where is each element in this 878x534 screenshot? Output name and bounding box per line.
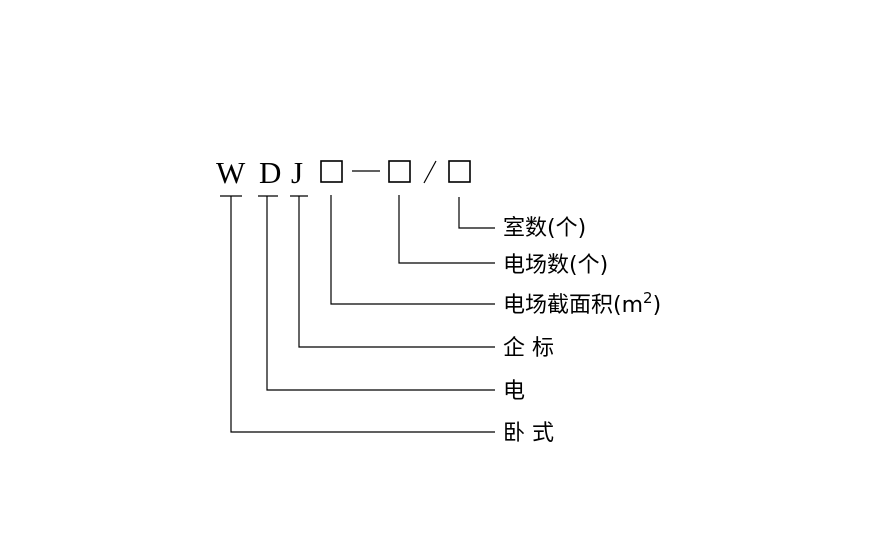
code-box-fields <box>388 160 411 183</box>
label-horizontal: 卧 式 <box>503 421 554 446</box>
code-box-rooms <box>448 160 471 183</box>
code-box-area <box>320 160 343 183</box>
label-area-close: ) <box>653 293 662 318</box>
label-rooms: 室数(个) <box>503 216 586 241</box>
leader-electric <box>266 196 495 391</box>
label-electric: 电 <box>503 379 525 404</box>
label-standard: 企 标 <box>503 336 554 361</box>
leader-horizontal <box>230 196 495 433</box>
code-letter-d: D <box>259 155 281 190</box>
leader-standard <box>298 196 495 348</box>
code-slash <box>423 160 437 184</box>
code-letter-j: J <box>291 155 303 190</box>
leader-rooms <box>458 197 495 229</box>
code-letter-w: W <box>216 155 246 190</box>
leader-area <box>330 195 495 305</box>
label-area: 电场截面积(m2) <box>503 289 661 318</box>
label-area-text: 电场截面积(m <box>503 293 643 318</box>
leader-fields <box>398 195 495 264</box>
label-area-superscript: 2 <box>643 289 653 307</box>
label-fields: 电场数(个) <box>503 253 608 278</box>
